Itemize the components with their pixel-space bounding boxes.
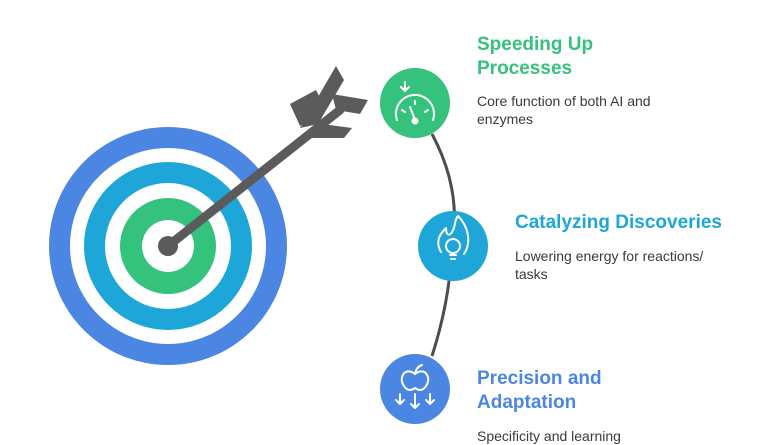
item-1-description: Core function of both AI and enzymes (477, 92, 687, 128)
item-1-desc-line: enzymes (477, 111, 534, 127)
item-1-title: Speeding Up Processes (477, 33, 677, 81)
item-2-title-line: Catalyzing Discoveries (515, 212, 722, 233)
item-1-title-line: Speeding Up (477, 34, 594, 55)
item-2-description: Lowering energy for reactions/ tasks (515, 247, 730, 283)
arrow-fletching-3 (312, 124, 352, 138)
item-2-title: Catalyzing Discoveries (515, 211, 775, 235)
item-3-title-line: Adaptation (477, 392, 577, 413)
arrow-shaft (163, 105, 345, 251)
item-2-desc-line: Lowering energy for reactions/ (515, 248, 704, 264)
item-3-title: Precision and Adaptation (477, 367, 677, 415)
arrow-tip (158, 236, 178, 256)
item-3-title-line: Precision and (477, 368, 602, 389)
item-1-title-line: Processes (477, 58, 573, 79)
speedometer-icon (395, 81, 435, 125)
node-speeding-up (380, 68, 450, 138)
node-precision (380, 354, 450, 424)
arrow-fletching-2 (290, 90, 326, 126)
flame-bulb-icon (437, 215, 470, 260)
apple-arrows-icon (395, 364, 435, 409)
arrow-fletching-4 (332, 94, 368, 114)
item-1-desc-line: Core function of both AI and (477, 93, 651, 109)
node-catalyzing (418, 211, 488, 281)
arrow (158, 66, 368, 256)
item-2-desc-line: tasks (515, 266, 548, 282)
item-3-description: Specificity and learning (477, 427, 697, 445)
node-2-circle (418, 211, 488, 281)
item-3-desc-line: Specificity and learning (477, 428, 621, 444)
